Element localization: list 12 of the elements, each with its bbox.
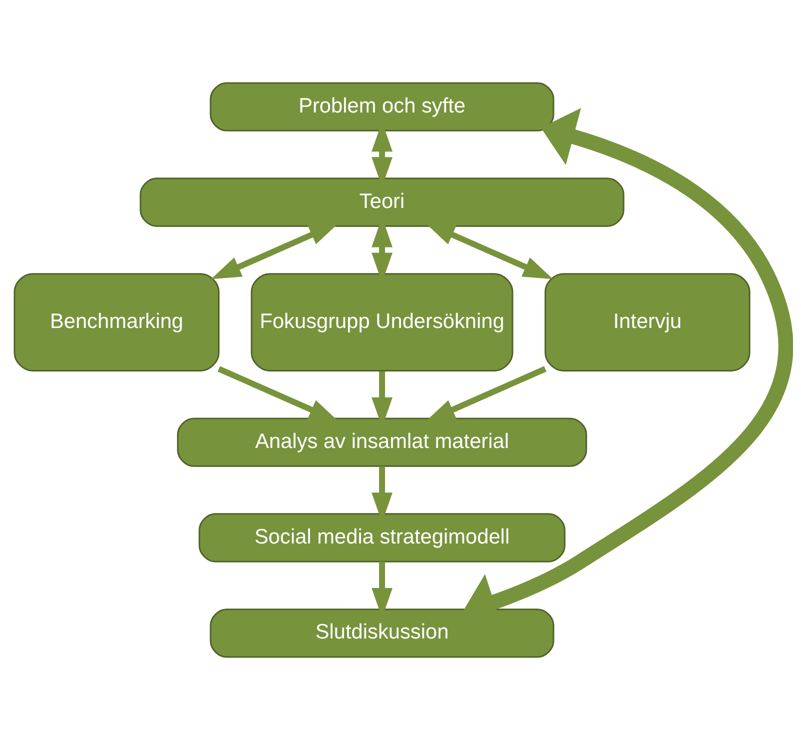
node-box: Social media strategimodell	[198, 513, 566, 562]
node-box: Fokusgrupp Undersökning	[250, 273, 514, 372]
arrow	[425, 366, 546, 422]
node-box: Analys av insamlat material	[177, 418, 588, 467]
node-box: Benchmarking	[14, 273, 220, 372]
node-box: Slutdiskussion	[210, 608, 554, 658]
node-box: Intervju	[544, 273, 750, 372]
arrow	[211, 222, 340, 280]
node-box: Problem och syfte	[210, 82, 554, 132]
arrow	[424, 222, 554, 280]
arrow	[218, 366, 339, 422]
node-box: Teori	[140, 178, 624, 227]
